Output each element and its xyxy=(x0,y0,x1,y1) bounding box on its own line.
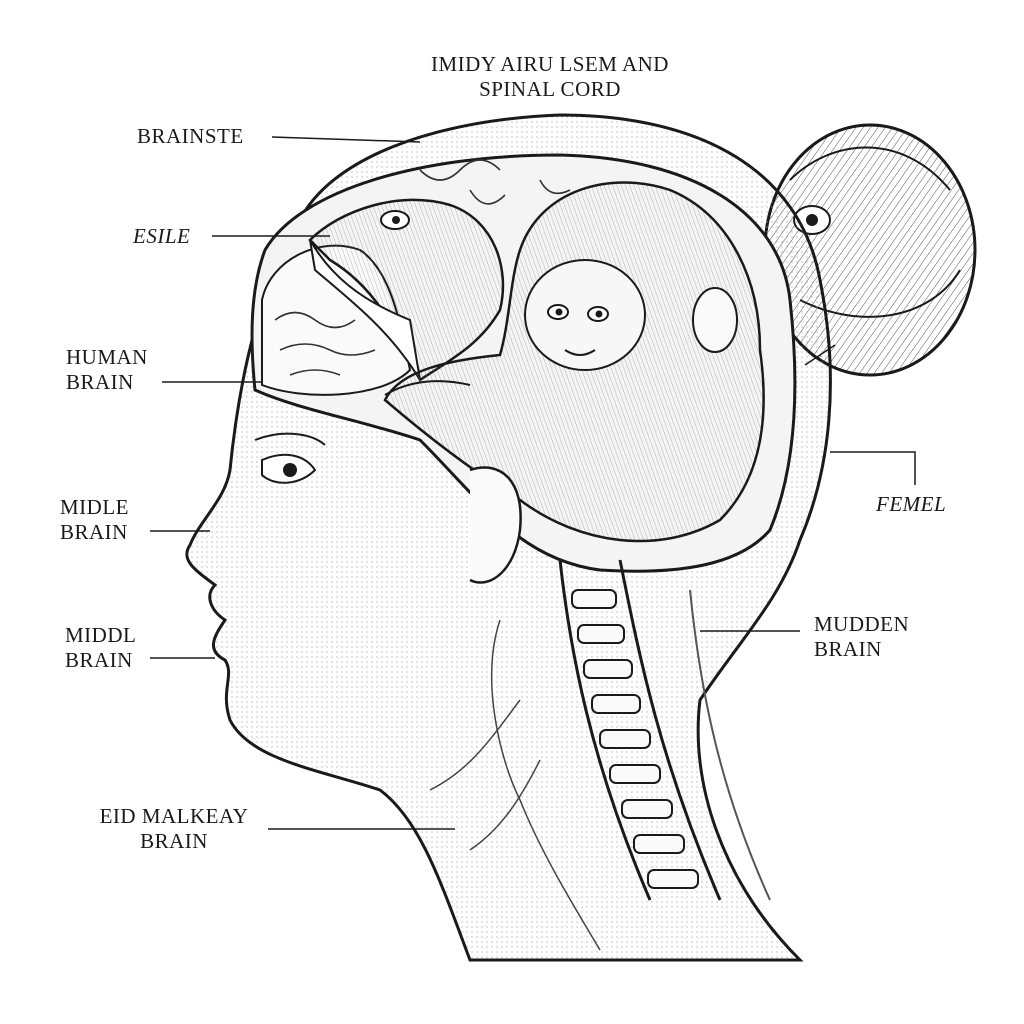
spinal-column xyxy=(558,559,771,901)
neck-veins xyxy=(429,619,601,951)
label-brainste: BRAINSTE xyxy=(137,124,244,148)
title-line-1: IMIDY AIRU LSEM AND xyxy=(431,52,669,76)
monkey-figure xyxy=(383,181,765,543)
label-human-brain: HUMAN BRAIN xyxy=(66,345,148,394)
label-mudden-brain: MUDDEN BRAIN xyxy=(814,612,910,661)
label-middl-brain: MIDDL BRAIN xyxy=(65,623,137,672)
face-features xyxy=(254,432,522,584)
label-monkey-brain: EID MALKEAY BRAIN xyxy=(99,804,249,853)
title-line-2: SPINAL CORD xyxy=(479,77,621,101)
label-mide-brain: MIDLE BRAIN xyxy=(60,495,129,544)
leader-lines xyxy=(150,136,916,830)
label-femel: FEMEL xyxy=(876,492,947,516)
label-esile: ESILE xyxy=(133,224,191,248)
diagram-title: IMIDY AIRU LSEM AND SPINAL CORD xyxy=(395,52,705,102)
